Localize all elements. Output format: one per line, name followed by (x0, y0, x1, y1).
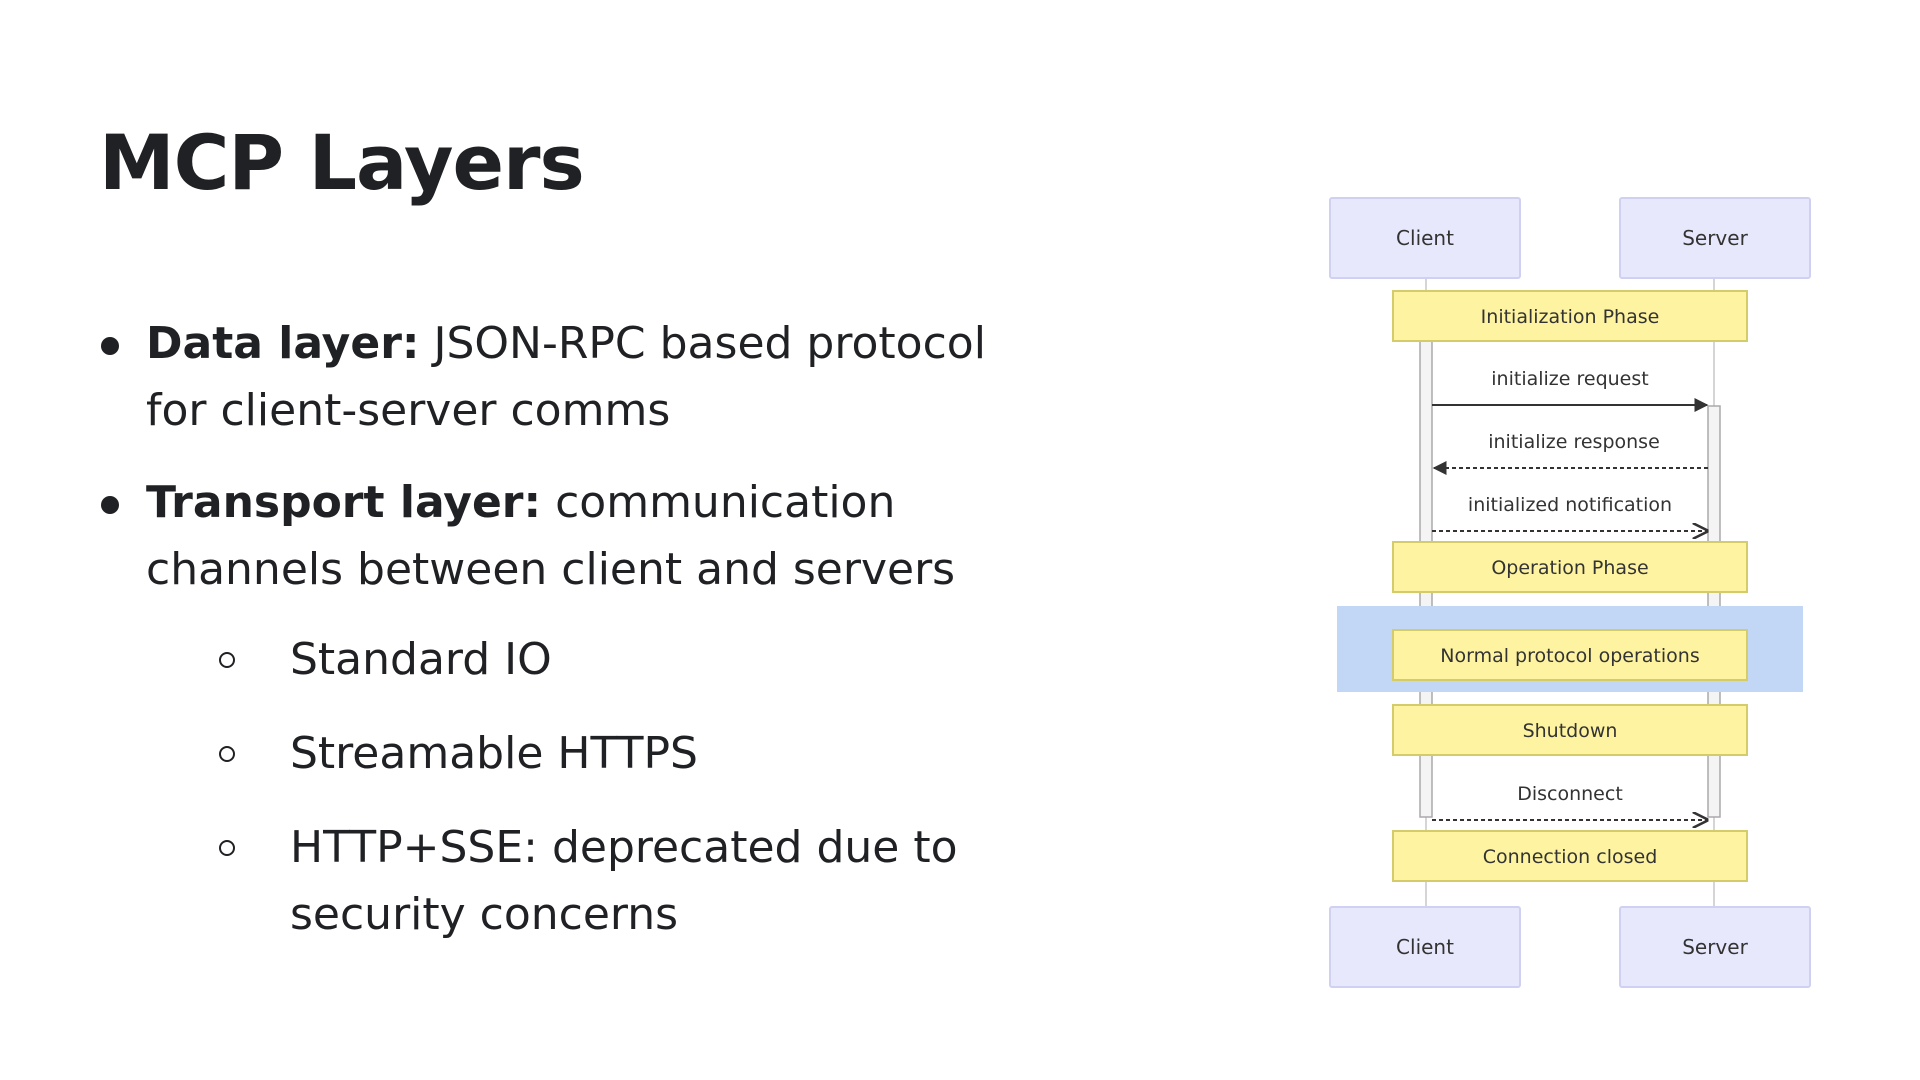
bullet-item-transport-layer: Transport layer: communication channels … (99, 469, 1049, 603)
disconnect-label: Disconnect (1517, 783, 1623, 805)
bullet-dot-icon (101, 496, 119, 514)
sub-bullet-item: Standard IO (99, 626, 1049, 693)
sub-bullet-text: Standard IO (290, 634, 552, 685)
participant-client-label: Client (1396, 226, 1454, 250)
bullet-description: JSON-RPC based protocol for client-serve… (146, 318, 986, 436)
hollow-circle-icon (219, 746, 235, 762)
operation-phase-label: Operation Phase (1491, 557, 1648, 579)
shutdown-note: Shutdown (1392, 704, 1748, 756)
bullet-dot-icon (101, 337, 119, 355)
initialize-request-label: initialize request (1491, 368, 1648, 390)
participant-client-top: Client (1329, 197, 1521, 279)
hollow-circle-icon (219, 840, 235, 856)
participant-server-bottom: Server (1619, 906, 1811, 988)
bullet-term: Data layer: (146, 318, 420, 369)
connection-closed-note: Connection closed (1392, 830, 1748, 882)
sub-bullet-item: HTTP+SSE: deprecated due to security con… (99, 814, 1049, 948)
bullet-item-data-layer: Data layer: JSON-RPC based protocol for … (99, 310, 1049, 444)
hollow-circle-icon (219, 652, 235, 668)
participant-client-bottom: Client (1329, 906, 1521, 988)
initialization-phase-note: Initialization Phase (1392, 290, 1748, 342)
bullet-description: communication channels between client an… (146, 477, 956, 595)
connection-closed-label: Connection closed (1483, 846, 1658, 868)
sequence-diagram: Client Server Initialization Phase initi… (1329, 197, 1811, 988)
participant-server-label: Server (1682, 226, 1748, 250)
sub-bullet-text: HTTP+SSE: deprecated due to security con… (290, 822, 958, 940)
sub-bullet-text: Streamable HTTPS (290, 728, 698, 779)
bullet-list: Data layer: JSON-RPC based protocol for … (99, 310, 1049, 975)
participant-server-top: Server (1619, 197, 1811, 279)
normal-operations-note: Normal protocol operations (1392, 629, 1748, 681)
initialization-phase-label: Initialization Phase (1481, 306, 1660, 328)
participant-server-label: Server (1682, 935, 1748, 959)
shutdown-label: Shutdown (1523, 720, 1618, 742)
normal-operations-label: Normal protocol operations (1440, 645, 1699, 667)
initialized-notification-label: initialized notification (1468, 494, 1672, 516)
initialize-response-label: initialize response (1488, 431, 1660, 453)
sub-bullet-item: Streamable HTTPS (99, 720, 1049, 787)
operation-phase-note: Operation Phase (1392, 541, 1748, 593)
participant-client-label: Client (1396, 935, 1454, 959)
slide-title: MCP Layers (99, 118, 585, 207)
sub-bullet-list: Standard IO Streamable HTTPS HTTP+SSE: d… (99, 626, 1049, 948)
bullet-term: Transport layer: (146, 477, 542, 528)
